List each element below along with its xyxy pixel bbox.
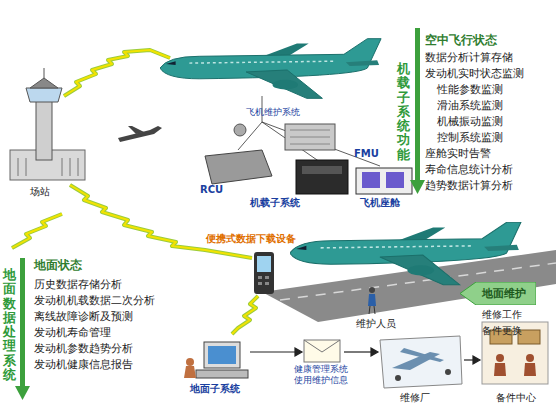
list-item: 趋势数据计算分析 bbox=[425, 179, 513, 192]
device-label: RCU bbox=[200, 184, 223, 196]
control-tower bbox=[10, 68, 162, 180]
subsystem-label: 地面子系统 bbox=[190, 383, 240, 395]
list-item: 发动机健康信息报告 bbox=[34, 358, 133, 371]
list-item: 发动机参数趋势分析 bbox=[34, 342, 133, 355]
vertical-heading: 机载子系统功能 bbox=[397, 62, 410, 162]
envelope-icon bbox=[304, 340, 340, 362]
site-label: 维修厂 bbox=[400, 392, 430, 404]
aircraft-on-ground bbox=[290, 222, 521, 284]
list-item: 历史数据存储分析 bbox=[34, 278, 122, 291]
ground-computer bbox=[184, 342, 248, 378]
section-heading: 空中飞行状态 bbox=[425, 33, 497, 47]
fmu-unit bbox=[296, 160, 348, 194]
list-item: 离线故障诊断及预测 bbox=[34, 310, 133, 323]
device-label: 飞机维护系统 bbox=[246, 107, 300, 118]
wireless-links bbox=[12, 50, 258, 334]
task-label: 备件更换 bbox=[482, 325, 522, 337]
list-item: 机械振动监测 bbox=[437, 115, 503, 128]
person-label: 维护人员 bbox=[355, 318, 397, 330]
list-item: 发动机寿命管理 bbox=[34, 326, 111, 339]
maintenance-unit bbox=[285, 124, 335, 150]
site-label: 备件中心 bbox=[496, 392, 536, 404]
list-item: 寿命信息统计分析 bbox=[425, 163, 513, 176]
list-item: 滑油系统监测 bbox=[437, 99, 503, 112]
subsystem-label: 机载子系统 bbox=[250, 197, 300, 209]
message-label: 健康管理系统 使用维护信息 bbox=[294, 364, 351, 386]
device-label: 飞机座舱 bbox=[360, 197, 400, 209]
section-heading: 地面状态 bbox=[34, 258, 82, 272]
list-item: 发动机机载数据二次分析 bbox=[34, 294, 155, 307]
spare-parts-center bbox=[482, 322, 548, 384]
aircraft-in-flight bbox=[160, 39, 381, 99]
ground-maintenance-banner: 地面维护 bbox=[460, 282, 536, 305]
vertical-heading: 地面数据处理系统 bbox=[3, 268, 16, 382]
handheld-device bbox=[254, 252, 274, 294]
list-item: 数据分析计算存储 bbox=[425, 51, 513, 64]
cockpit-display bbox=[356, 168, 412, 194]
list-item: 发动机实时状态监测 bbox=[425, 67, 524, 80]
banner-text: 地面维护 bbox=[482, 286, 526, 301]
device-label: FMU bbox=[354, 148, 379, 160]
repair-shop bbox=[380, 336, 462, 388]
list-item: 性能参数监测 bbox=[437, 83, 503, 96]
maintenance-person bbox=[368, 287, 376, 314]
list-item: 控制系统监测 bbox=[437, 131, 503, 144]
site-label: 场站 bbox=[30, 186, 50, 198]
rcu-unit bbox=[205, 150, 272, 184]
device-label: 便携式数据下载设备 bbox=[206, 233, 296, 245]
task-label: 维修工作 bbox=[482, 309, 522, 321]
list-item: 座舱实时告警 bbox=[425, 147, 491, 160]
flow-arrows bbox=[250, 348, 480, 364]
